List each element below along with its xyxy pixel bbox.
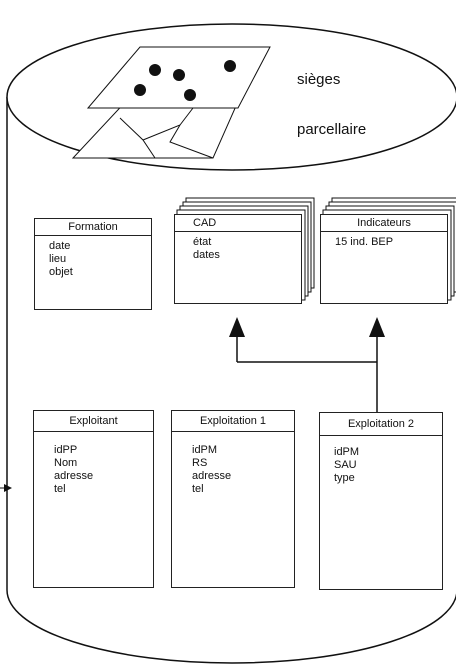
field: objet — [49, 266, 73, 278]
siege-point — [134, 84, 146, 96]
field: idPP — [54, 444, 78, 456]
field: tel — [192, 483, 204, 495]
table-title: Formation — [35, 219, 151, 236]
field: idPM — [192, 444, 218, 456]
siege-point — [224, 60, 236, 72]
field: date — [49, 240, 71, 252]
layer-label-parcellaire: parcellaire — [297, 121, 367, 138]
layer-label-sieges: sièges — [297, 71, 341, 88]
table-title: CAD — [175, 215, 301, 232]
table-exploitation-2: Exploitation 2 idPM SAU type — [319, 412, 443, 590]
field: Nom — [54, 457, 78, 469]
table-title: Exploitation 1 — [172, 411, 294, 432]
field: état — [193, 236, 212, 248]
table-exploitation-1: Exploitation 1 idPM RS adresse tel — [171, 410, 295, 588]
arrowhead-indicateurs — [369, 317, 385, 337]
field: adresse — [54, 470, 94, 482]
table-exploitant: Exploitant idPP Nom adresse tel — [33, 410, 154, 588]
arrowhead-cad — [229, 317, 245, 337]
table-title: Indicateurs — [321, 215, 447, 232]
field: dates — [193, 249, 220, 261]
sieges-layer — [86, 46, 271, 109]
field: lieu — [49, 253, 67, 265]
siege-point — [173, 69, 185, 81]
table-title: Exploitant — [34, 411, 153, 432]
table-cad: CAD état dates — [174, 214, 302, 304]
cylinder-body — [6, 97, 456, 664]
field: adresse — [192, 470, 232, 482]
table-formation: Formation date lieu objet — [34, 218, 152, 310]
siege-point — [149, 64, 161, 76]
siege-point — [184, 89, 196, 101]
field: type — [334, 472, 355, 484]
field: 15 ind. BEP — [335, 236, 394, 248]
field: idPM — [334, 446, 360, 458]
field: RS — [192, 457, 208, 469]
connector-arrows — [236, 335, 378, 412]
field: tel — [54, 483, 66, 495]
table-indicateurs: Indicateurs 15 ind. BEP — [320, 214, 448, 304]
table-title: Exploitation 2 — [320, 413, 442, 436]
field: SAU — [334, 459, 357, 471]
arrowhead-left — [4, 484, 12, 492]
